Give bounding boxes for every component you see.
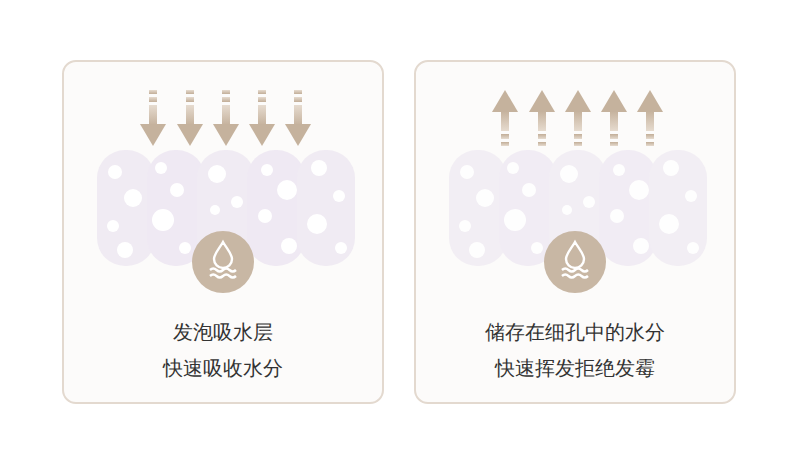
water-icon [192,231,254,293]
caption-block: 发泡吸水层快速吸收水分 [64,315,382,387]
caption-line: 发泡吸水层 [64,315,382,351]
up-arrows [492,90,663,146]
caption-block: 储存在细孔中的水分快速挥发拒绝发霉 [416,315,734,387]
feature-panel: 储存在细孔中的水分快速挥发拒绝发霉 [414,60,736,404]
panel-fill [415,61,735,403]
caption-line: 储存在细孔中的水分 [416,315,734,351]
feature-panel: 发泡吸水层快速吸收水分 [62,60,384,404]
down-arrows [140,90,311,146]
caption-line: 快速挥发拒绝发霉 [416,351,734,387]
caption-line: 快速吸收水分 [64,351,382,387]
panel-fill [63,61,383,403]
water-icon [544,231,606,293]
